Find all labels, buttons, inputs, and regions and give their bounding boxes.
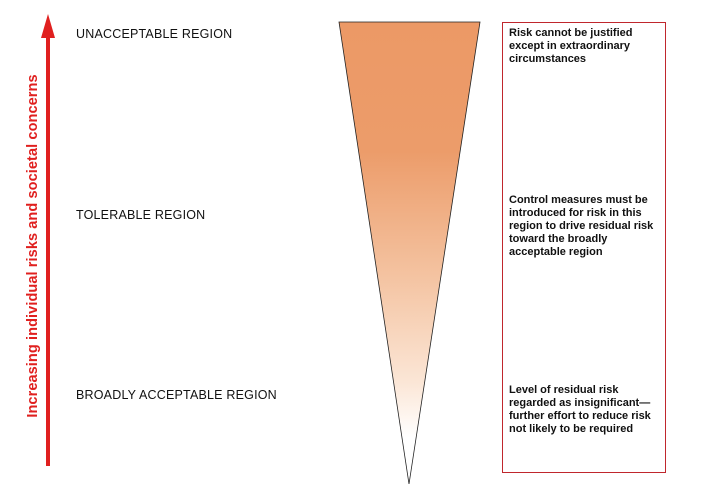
description-unacceptable: Risk cannot be justified except in extra…: [509, 27, 633, 65]
region-label-unacceptable: UNACCEPTABLE REGION: [76, 27, 233, 41]
description-broadly-acceptable: Level of residual risk regarded as insig…: [509, 384, 651, 435]
triangle-shape: [338, 21, 481, 485]
region-label-tolerable: TOLERABLE REGION: [76, 208, 206, 222]
description-tolerable: Control measures must be introduced for …: [509, 194, 654, 258]
region-label-broadly-acceptable: BROADLY ACCEPTABLE REGION: [76, 388, 277, 402]
arrow-head-icon: [41, 14, 55, 38]
description-box: Risk cannot be justified except in extra…: [502, 22, 666, 473]
